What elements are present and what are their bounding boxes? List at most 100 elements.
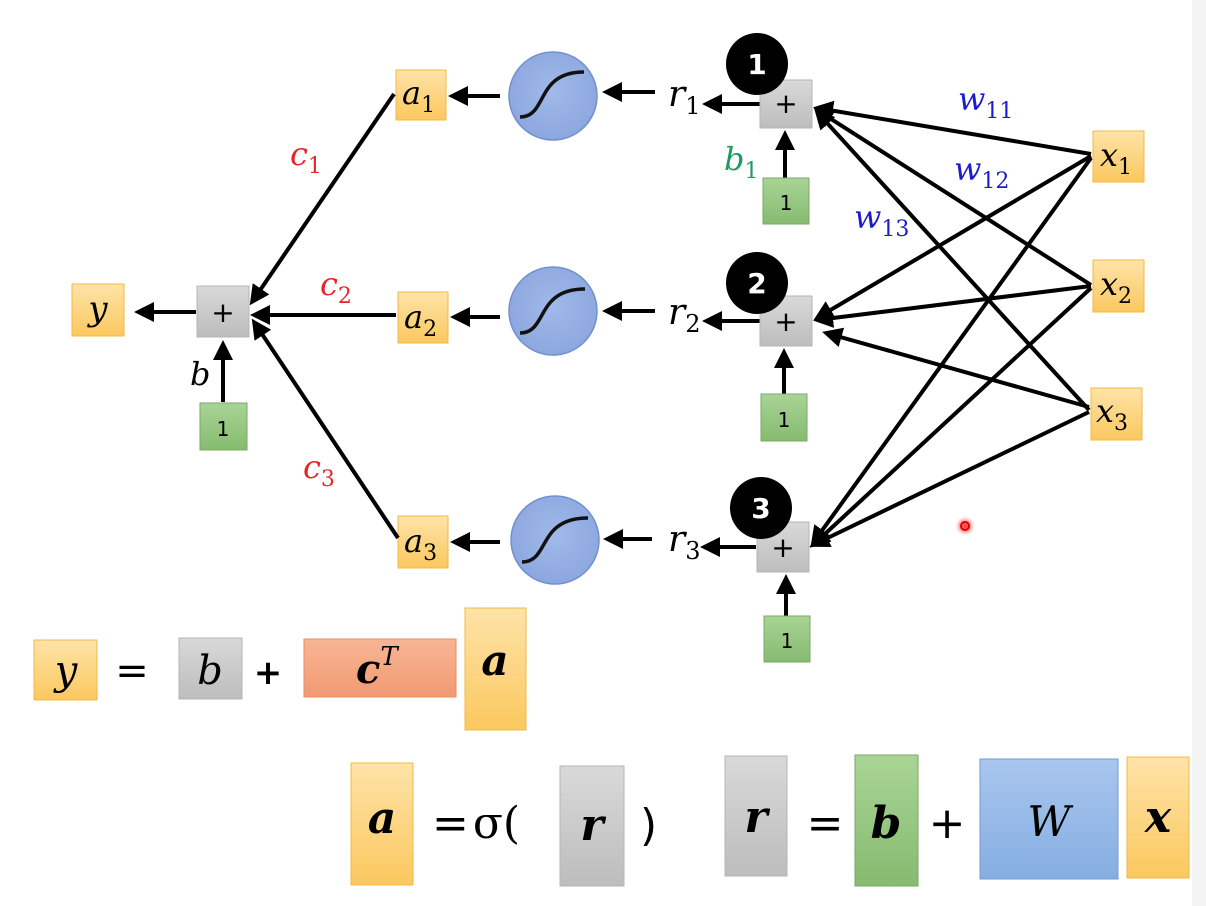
bias-input-1-value: 1 (780, 191, 793, 215)
equation-linear: r = b + W x (724, 754, 1190, 887)
weight-label-w12: w12 (954, 150, 1009, 194)
edge-x2-to-sum2 (813, 284, 1092, 328)
eq1-y-box (33, 639, 98, 701)
eq3-W-box (979, 758, 1119, 880)
sum-node-2-symbol: + (774, 305, 797, 338)
r2-label: r2 (668, 292, 701, 338)
input-edges (809, 100, 1093, 548)
output-sum-symbol: + (211, 296, 234, 329)
laser-pointer (954, 515, 976, 537)
output-bias-input (199, 402, 248, 451)
eq3-x-box (1126, 756, 1190, 879)
eq2-r-box (559, 765, 625, 887)
x3-box (1090, 387, 1143, 441)
x3-label: x3 (1096, 392, 1128, 436)
eq1-plus: + (254, 653, 283, 693)
eq1-c-box (303, 638, 457, 698)
eq2-r: r (580, 800, 606, 851)
eq1-y: y (53, 648, 79, 694)
neuron-badge-3-number: 3 (751, 492, 770, 525)
bias-input-1 (762, 177, 810, 225)
sigmoid-node-2 (508, 266, 598, 356)
eq2-a-box (350, 762, 414, 886)
sigmoid-node-1 (508, 51, 598, 141)
eq1-a: a (481, 636, 508, 685)
equation-output: y = b + cT a (33, 607, 527, 731)
eq1-equals: = (115, 648, 149, 694)
sigmoid-node-3 (510, 495, 600, 585)
edge-a1-to-output-sum (249, 92, 396, 306)
neuron-row-2: + 1 2 r2 a2 (397, 252, 813, 442)
output-sum-node (196, 285, 250, 338)
a3-box (397, 515, 449, 569)
a3-label: a3 (404, 522, 437, 566)
sigmoid-icon (519, 70, 585, 119)
output-bias-label: b (190, 355, 210, 393)
bias-input-3 (763, 615, 811, 663)
output-bias-input-value: 1 (217, 417, 230, 441)
a1-label: a1 (402, 74, 435, 118)
eq3-W: W (1027, 797, 1074, 846)
output-layer: + 1 b y c1 c2 c3 (71, 92, 400, 540)
edge-x3-to-sum3 (809, 410, 1090, 548)
bias-input-3-value: 1 (781, 629, 794, 653)
edge-x2-to-sum3 (810, 286, 1093, 548)
eq2-close-paren: ) (640, 800, 657, 851)
eq1-b: b (197, 648, 223, 694)
edge-a3-to-output-sum (251, 318, 400, 540)
neuron-badge-1 (726, 33, 788, 95)
eq1-a-box (464, 607, 527, 731)
y-label: y (86, 289, 108, 329)
weight-label-c3: c3 (303, 448, 335, 492)
edge-x1-to-sum2 (813, 154, 1093, 321)
eq3-equals: = (807, 798, 844, 849)
sum-node-3-symbol: + (771, 531, 794, 564)
x2-label: x2 (1100, 265, 1132, 309)
edge-x3-to-sum2 (822, 327, 1090, 409)
sigmoid-icon (521, 516, 589, 564)
neuron-badge-2 (726, 252, 788, 314)
edge-x1-to-sum1 (813, 100, 1092, 156)
weight-label-c2: c2 (320, 265, 352, 309)
eq3-x: x (1144, 792, 1172, 843)
x2-box (1092, 259, 1145, 313)
r1-label: r1 (668, 74, 701, 120)
eq3-b: b (871, 798, 902, 849)
neuron-badge-1-number: 1 (747, 48, 766, 81)
sum-node-1-symbol: + (774, 87, 797, 120)
a1-box (395, 69, 447, 121)
neuron-badge-2-number: 2 (747, 267, 766, 300)
eq3-r-box (724, 755, 788, 877)
weight-label-c1: c1 (290, 135, 322, 179)
equation-activation: a =σ( r ) (350, 762, 657, 887)
r3-label: r3 (668, 519, 701, 565)
weight-label-w13: w13 (854, 198, 909, 242)
neuron-badge-3 (730, 477, 792, 539)
bias-label-b1: b1 (724, 140, 758, 184)
eq1-b-box (178, 637, 243, 700)
eq2-equals-sigma: =σ( (432, 798, 520, 849)
y-box (71, 283, 125, 337)
neuron-row-3: + 1 3 r3 a3 (397, 477, 811, 663)
eq3-r: r (744, 792, 770, 843)
eq3-plus: + (929, 798, 966, 849)
eq1-cT: cT (356, 642, 399, 693)
eq3-b-box (854, 754, 919, 887)
edge-x3-to-sum1 (814, 109, 1091, 412)
weight-label-w11: w11 (958, 80, 1013, 124)
a2-box (397, 291, 449, 344)
bias-input-2-value: 1 (778, 408, 791, 432)
slide-edge (1192, 0, 1206, 906)
edge-x1-to-sum3 (810, 156, 1093, 547)
edge-x2-to-sum1 (813, 107, 1093, 287)
x1-box (1092, 130, 1145, 183)
eq2-a: a (368, 793, 397, 844)
bias-input-2 (760, 393, 808, 442)
input-layer: x1 x2 x3 w11 w12 w13 (854, 80, 1145, 441)
a2-label: a2 (404, 298, 437, 342)
x1-label: x1 (1100, 136, 1132, 180)
neuron-row-1: + 1 b1 1 r1 a1 (395, 33, 813, 225)
sigmoid-icon (519, 287, 586, 335)
laser-pointer-dot (960, 521, 970, 531)
